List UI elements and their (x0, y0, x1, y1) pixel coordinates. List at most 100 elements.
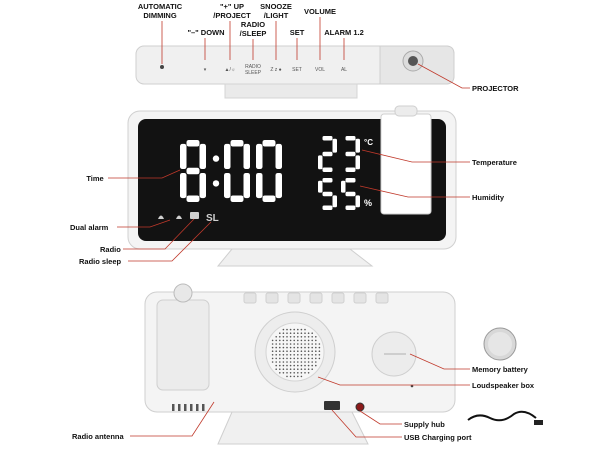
speaker-hole (297, 336, 299, 338)
callout-radio-antenna: Radio antenna (72, 432, 125, 441)
speaker-hole (300, 328, 303, 331)
speaker-hole (293, 357, 296, 360)
speaker-hole (293, 350, 296, 353)
digit-segment-a (186, 140, 200, 147)
digit-segment-g (322, 191, 333, 197)
speaker-hole (275, 361, 278, 363)
callout-automatic-dimming-1: AUTOMATIC (138, 2, 183, 11)
speaker-hole (293, 343, 296, 345)
speaker-hole (271, 343, 274, 345)
speaker-hole (318, 346, 321, 349)
callout-alarm: ALARM 1.2 (324, 28, 364, 37)
radio-key-label-2: SLEEP (245, 70, 262, 76)
speaker-hole (282, 357, 285, 360)
speaker-hole (300, 336, 303, 338)
speaker-hole (311, 339, 314, 342)
speaker-hole (307, 357, 310, 360)
speaker-hole (286, 375, 288, 378)
callout-volume: VOLUME (304, 7, 336, 16)
back-view (144, 283, 543, 445)
digit-segment-f (318, 180, 323, 193)
digit-segment-c (355, 195, 360, 208)
speaker-hole (311, 361, 314, 363)
front-stand (216, 248, 374, 267)
speaker-hole (271, 346, 274, 349)
alarm2-bell-icon (176, 215, 182, 219)
speaker-hole (282, 361, 285, 363)
digit-segment-c (275, 172, 282, 199)
speaker-hole (279, 368, 281, 371)
speaker-hole (297, 339, 299, 342)
power-jack (355, 402, 365, 412)
speaker-hole (304, 339, 306, 342)
digit-segment-b (355, 138, 360, 153)
front-view: °C % SL (127, 105, 457, 267)
callout-time: Time (86, 174, 103, 183)
speaker-hole (271, 350, 274, 353)
leader-memory-battery (409, 353, 470, 370)
speaker-hole (293, 368, 296, 371)
speaker-hole (293, 375, 296, 378)
leader-radio (123, 218, 195, 250)
back-buttons (243, 292, 389, 304)
speaker-hole (307, 354, 310, 356)
callout-temperature: Temperature (472, 158, 517, 167)
callout-memory-battery: Memory battery (472, 365, 529, 374)
digit-segment-a (322, 136, 333, 141)
speaker-hole (307, 350, 310, 353)
speaker-hole (279, 350, 281, 353)
leader-projector (417, 63, 470, 89)
speaker-hole (300, 332, 303, 335)
speaker-hole (300, 339, 303, 342)
speaker-hole (307, 346, 310, 349)
speaker-hole (304, 343, 306, 345)
digit-segment-d (322, 205, 333, 210)
speaker-hole (307, 372, 310, 374)
down-key-symbol: ▾ (204, 67, 207, 73)
digit-segment-f (341, 180, 346, 193)
speaker-hole (297, 350, 299, 353)
speaker-hole (282, 354, 285, 356)
speaker-hole (286, 332, 288, 335)
speaker-hole (311, 354, 314, 356)
speaker-hole (304, 350, 306, 353)
callout-loudspeaker-box: Loudspeaker box (472, 381, 535, 390)
callout-up-2: /PROJECT (213, 11, 251, 20)
speaker-hole (300, 343, 303, 345)
speaker-hole (275, 343, 278, 345)
speaker-hole (275, 368, 278, 371)
projector-arm-back (156, 299, 210, 391)
speaker-hole (300, 368, 303, 371)
speaker-hole (297, 332, 299, 335)
callout-radio-sleep-2: /SLEEP (240, 29, 267, 38)
speaker-hole (282, 336, 285, 338)
digit-segment-f (256, 143, 263, 170)
speaker-hole (311, 357, 314, 360)
speaker-hole (297, 368, 299, 371)
speaker-hole (275, 346, 278, 349)
digit-segment-g (345, 191, 356, 197)
speaker-hole (300, 354, 303, 356)
speaker-hole (300, 364, 303, 367)
speaker-hole (297, 346, 299, 349)
speaker-hole (304, 328, 306, 331)
digit-segment-d (230, 195, 244, 202)
digit-segment-g (322, 151, 333, 157)
callout-radio-sleep: Radio sleep (79, 257, 122, 266)
digit-segment-b (275, 143, 282, 170)
digit-segment-d (186, 195, 200, 202)
speaker-hole (297, 375, 299, 378)
percent-symbol: % (364, 198, 372, 208)
usb-cable (467, 410, 537, 422)
speaker-hole (282, 332, 285, 335)
callout-set: SET (290, 28, 305, 37)
top-view: ▾ ▲/☼ RADIO SLEEP Z z ● SET VOL AL (135, 45, 455, 99)
humidity-digits (318, 178, 360, 210)
speaker-hole (293, 328, 296, 331)
speaker-hole (315, 364, 317, 367)
speaker-hole (286, 339, 288, 342)
speaker-hole (311, 332, 314, 335)
leader-time (108, 169, 181, 179)
speaker-hole (289, 328, 292, 331)
